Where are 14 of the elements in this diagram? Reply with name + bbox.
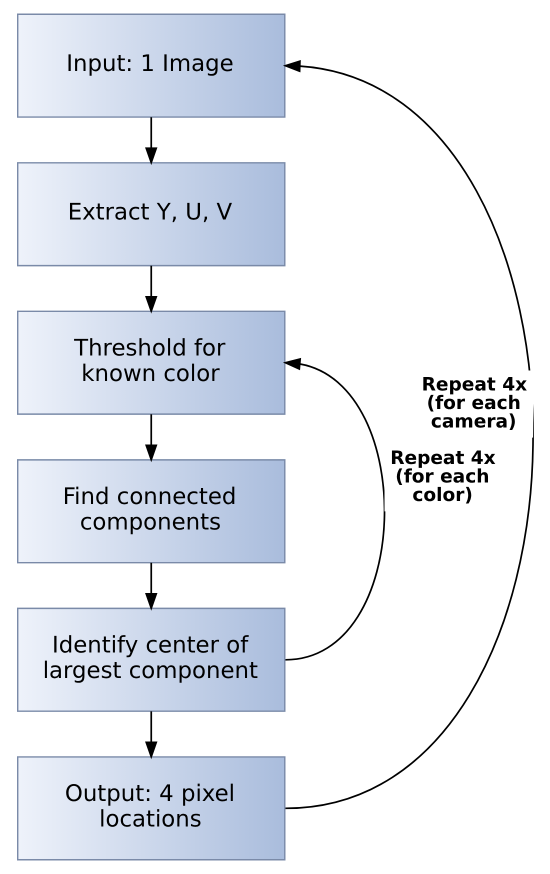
arrow bbox=[144, 117, 157, 166]
node-box: Extract Y, U, V bbox=[16, 162, 285, 266]
edge-label: Repeat 4x (for each camera) bbox=[421, 374, 527, 433]
arrow bbox=[144, 414, 157, 462]
arrow bbox=[144, 562, 157, 611]
arrow bbox=[144, 266, 157, 314]
node-box: Identify center of largest component bbox=[16, 608, 285, 712]
node-box: Input: 1 Image bbox=[16, 14, 285, 118]
arrow bbox=[282, 358, 385, 661]
node-box: Threshold for known color bbox=[16, 310, 285, 415]
arrow bbox=[144, 711, 157, 760]
node-box: Output: 4 pixel locations bbox=[16, 756, 285, 860]
node-box: Find connected components bbox=[16, 459, 285, 564]
edge-label: Repeat 4x (for each color) bbox=[390, 448, 496, 506]
